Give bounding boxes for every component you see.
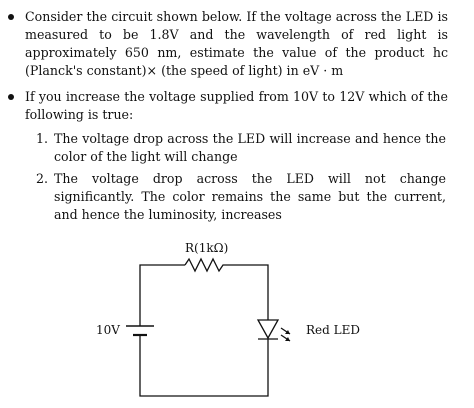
battery-symbol	[126, 322, 154, 340]
option-2-marker: 2.	[36, 171, 49, 186]
option-2-text: The voltage drop across the LED will not…	[54, 171, 446, 222]
option-1: 1. The voltage drop across the LED will …	[36, 130, 446, 166]
question-2-text: If you increase the voltage supplied fro…	[25, 89, 448, 122]
led-label: Red LED	[306, 323, 360, 337]
resistor-label: R(1kΩ)	[185, 241, 228, 255]
question-1: Consider the circuit shown below. If the…	[8, 8, 448, 80]
bullet-dot	[8, 94, 14, 100]
option-2: 2. The voltage drop across the LED will …	[36, 170, 446, 224]
option-1-marker: 1.	[36, 131, 49, 146]
option-1-text: The voltage drop across the LED will inc…	[54, 131, 446, 164]
question-2: If you increase the voltage supplied fro…	[8, 88, 448, 124]
bullet-dot	[8, 14, 14, 20]
question-1-text: Consider the circuit shown below. If the…	[25, 9, 448, 78]
resistor-symbol	[184, 257, 227, 273]
circuit-wires	[139, 264, 269, 397]
battery-label: 10V	[96, 323, 120, 337]
answer-options: 1. The voltage drop across the LED will …	[36, 130, 446, 228]
led-symbol	[256, 319, 291, 342]
